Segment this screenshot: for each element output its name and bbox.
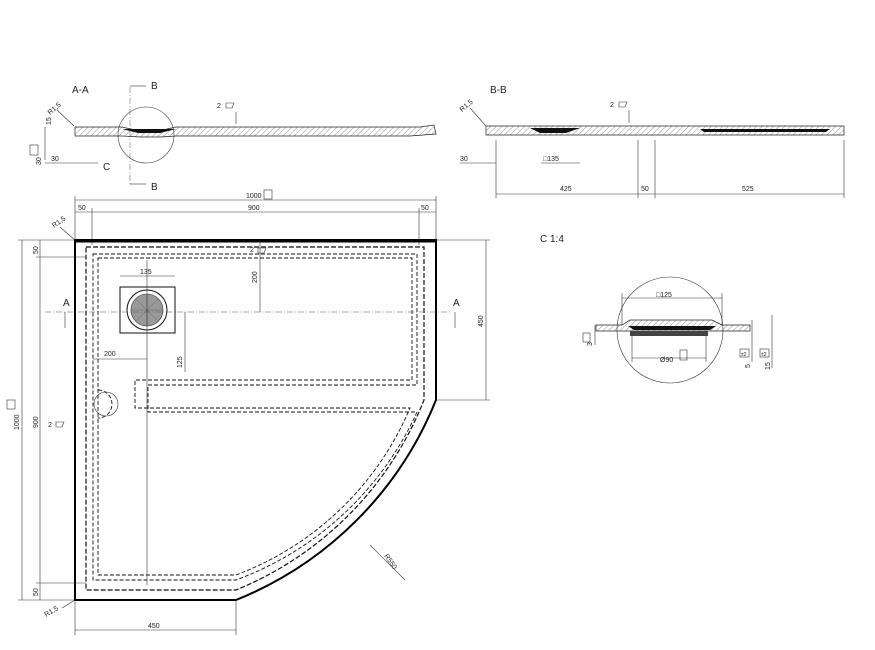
detail-c-circle xyxy=(117,106,175,164)
dim-5: 5 xyxy=(745,364,752,368)
slope-b-label: 2 xyxy=(610,102,614,109)
dim-15-a: 15 xyxy=(46,117,53,125)
dim-135-plan: 135 xyxy=(140,269,152,276)
cut-b-bottom: B xyxy=(151,182,158,193)
plan-view: 1000 50 900 50 A A 135 200 2 xyxy=(6,189,490,635)
dim-50-left-bottom: 50 xyxy=(33,588,40,596)
dim-1000-top: 1000 xyxy=(246,193,262,200)
dim-3: 3 xyxy=(587,342,594,346)
dim-50-top-left: 50 xyxy=(78,205,86,212)
slope-plan-top: 2 xyxy=(250,247,254,254)
dim-425-b: 425 xyxy=(560,186,572,193)
dim-525-b: 525 xyxy=(742,186,754,193)
dim-125-plan: 125 xyxy=(177,356,184,368)
dim-50-top-right: 50 xyxy=(421,205,429,212)
dim-200-vert: 200 xyxy=(252,271,259,283)
dim-50-left-top: 50 xyxy=(33,246,40,254)
dim-1000-left: 1000 xyxy=(14,414,21,430)
dim-30-b: 30 xyxy=(460,156,468,163)
detail-c: C 1:4 □125 Ø90 3 5 15 ±2 ±2 xyxy=(540,234,773,384)
cut-a-left: A xyxy=(63,298,70,309)
section-a-a-profile xyxy=(74,124,437,138)
channel-b xyxy=(700,129,830,132)
radius-a-label: R1,5 xyxy=(47,102,63,117)
dim-135-b: □135 xyxy=(543,156,559,163)
slope-a-label: 2 xyxy=(217,103,221,110)
dim-450-right: 450 xyxy=(478,315,485,327)
radius-plan-bottom: R1,5 xyxy=(44,605,60,619)
detail-c-tag: C xyxy=(103,162,110,173)
drain-frame xyxy=(119,286,176,334)
radius-b-label: R1,5 xyxy=(459,99,475,114)
tol-5: ±2 xyxy=(741,352,747,358)
radius-plan-top: R1,5 xyxy=(51,215,67,229)
drain-recess-b xyxy=(530,128,580,133)
section-b-b: B-B R1,5 2 30 □135 425 50 525 xyxy=(459,85,845,198)
cut-b-top: B xyxy=(151,81,158,92)
section-a-a: A-A C B B R1,5 2 15 30 30 xyxy=(29,81,437,193)
basin-inner-dash xyxy=(92,253,418,581)
dim-125-sq: □125 xyxy=(656,292,672,299)
radius-550-label: R550 xyxy=(382,553,397,571)
tol-15: ±2 xyxy=(761,352,767,358)
slope-plan-label: 2 xyxy=(48,422,52,429)
dim-450-bottom: 450 xyxy=(148,623,160,630)
section-a-a-label: A-A xyxy=(72,85,89,96)
dim-900-top: 900 xyxy=(248,205,260,212)
cut-a-right: A xyxy=(453,298,460,309)
detail-c-label: C 1:4 xyxy=(540,234,564,245)
basin-outline xyxy=(85,246,425,591)
section-b-b-label: B-B xyxy=(490,85,507,96)
dim-30-a-vert: 30 xyxy=(36,157,43,165)
dim-15-c: 15 xyxy=(765,362,772,370)
tray-outline xyxy=(74,239,437,601)
dim-90: Ø90 xyxy=(660,357,673,364)
dim-900-left: 900 xyxy=(33,416,40,428)
dim-30-a-horiz: 30 xyxy=(51,156,59,163)
dim-200-horiz: 200 xyxy=(104,351,116,358)
drain-recess-a xyxy=(122,129,176,133)
dim-50-b: 50 xyxy=(641,186,649,193)
